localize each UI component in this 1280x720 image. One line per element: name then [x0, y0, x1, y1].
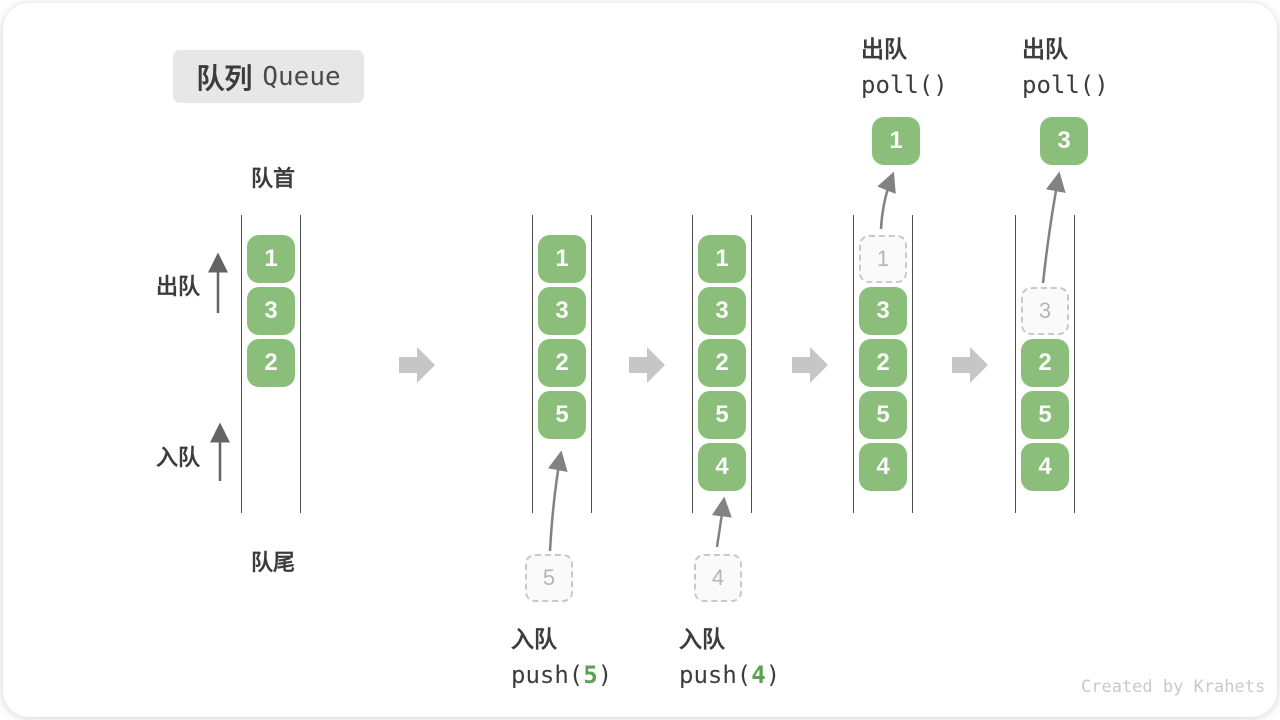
removed-slot: 3: [1021, 287, 1069, 335]
label-dequeue-side: 出队: [156, 274, 201, 299]
queue-item: 4: [859, 443, 907, 491]
queue-item: 3: [538, 287, 586, 335]
op-push5-zh: 入队: [511, 626, 557, 652]
op-label-poll1: 出队 poll(): [861, 31, 948, 103]
op-label-poll2: 出队 poll(): [1022, 31, 1109, 103]
op-label-push5: 入队 push(5): [511, 621, 612, 693]
queue-column-state-4: 1 3 2 5 4: [853, 215, 913, 513]
op-poll2-code: poll(): [1022, 71, 1109, 99]
queue-item: 5: [1021, 391, 1069, 439]
queue-item: 2: [1021, 339, 1069, 387]
label-queue-rear: 队尾: [250, 550, 296, 575]
state-transition-arrow-3: [792, 347, 828, 383]
op-poll1-zh: 出队: [861, 36, 907, 62]
queue-column-state-3: 1 3 2 5 4: [692, 215, 752, 513]
queue-item: 2: [859, 339, 907, 387]
diagram-canvas: 队列 Queue 队首 队尾 出队 入队 1 3 2 1 3 2 5 5 入队 …: [3, 3, 1277, 717]
state-transition-arrow-2: [629, 347, 665, 383]
queue-item: 2: [247, 339, 295, 387]
queue-item: 3: [859, 287, 907, 335]
queue-item: 5: [859, 391, 907, 439]
queue-item: 2: [698, 339, 746, 387]
op-poll1-code: poll(): [861, 71, 948, 99]
queue-item: 3: [247, 287, 295, 335]
op-poll2-zh: 出队: [1022, 36, 1068, 62]
state-transition-arrow-4: [952, 347, 988, 383]
queue-item: 5: [538, 391, 586, 439]
queue-item: 2: [538, 339, 586, 387]
op-push4-code: push(4): [679, 661, 781, 689]
queue-item: 3: [698, 287, 746, 335]
queue-column-state-2: 1 3 2 5: [532, 215, 592, 513]
incoming-element-5: 5: [525, 554, 573, 602]
watermark: Created by Krahets: [1081, 677, 1266, 697]
title-en: Queue: [262, 61, 341, 92]
queue-item: 1: [698, 235, 746, 283]
queue-item: 1: [247, 235, 295, 283]
title-zh: 队列: [196, 62, 253, 94]
op-push4-zh: 入队: [679, 626, 725, 652]
polled-element-3: 3: [1040, 117, 1088, 165]
title-badge: 队列 Queue: [173, 50, 364, 103]
queue-item: 1: [538, 235, 586, 283]
label-queue-front: 队首: [250, 166, 296, 191]
label-enqueue-side: 入队: [156, 445, 201, 470]
queue-column-state-1: 1 3 2: [241, 215, 301, 513]
queue-item: 4: [698, 443, 746, 491]
queue-item: 4: [1021, 443, 1069, 491]
incoming-element-4: 4: [694, 554, 742, 602]
queue-item: 5: [698, 391, 746, 439]
state-transition-arrow-1: [399, 347, 435, 383]
arrows-layer: [208, 171, 1066, 552]
op-label-push4: 入队 push(4): [679, 621, 780, 693]
removed-slot: 1: [859, 235, 907, 283]
polled-element-1: 1: [872, 117, 920, 165]
queue-column-state-5: 3 2 5 4: [1015, 215, 1075, 513]
op-push5-code: push(5): [511, 661, 613, 689]
